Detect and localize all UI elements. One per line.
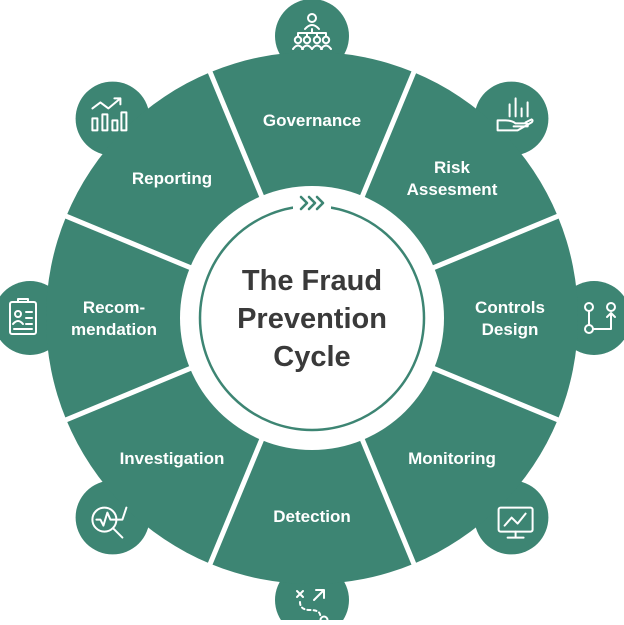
segment-divider [205, 427, 269, 571]
segment-divider [355, 427, 419, 571]
segment-label-6-line-0: Recom- [83, 298, 145, 317]
segment-divider [59, 211, 203, 275]
segment-label-3-line-0: Monitoring [408, 449, 496, 468]
growth-chart-icon [91, 97, 128, 132]
segment-label-1-line-1: Assesment [407, 180, 498, 199]
monitor-chart-icon [497, 506, 534, 539]
segment-label-0-line-0: Governance [263, 111, 361, 130]
clipboard-user-icon [9, 298, 37, 335]
magnifier-pulse-icon [91, 506, 128, 539]
segment-divider [355, 65, 419, 209]
segment-label-2-line-1: Design [482, 320, 539, 339]
team-hierarchy-icon [292, 13, 332, 50]
segment-divider [205, 65, 269, 209]
segment-dividers [59, 65, 565, 571]
segment-label-6-line-1: mendation [71, 320, 157, 339]
segment-label-4-line-0: Detection [273, 507, 350, 526]
segment-divider [421, 361, 565, 425]
hub-white-ring [180, 186, 444, 450]
segment-divider [59, 361, 203, 425]
center-title-line-3: Cycle [273, 341, 350, 373]
segment-label-5-line-0: Investigation [120, 449, 225, 468]
hand-bar-chart-icon [496, 97, 534, 132]
segment-label-7-line-0: Reporting [132, 169, 212, 188]
segment-divider [421, 211, 565, 275]
segment-labels: GovernanceRiskAssesmentControlsDesignMon… [71, 111, 545, 526]
center-title-line-1: The Fraud [242, 265, 382, 297]
center-title-line-2: Prevention [237, 303, 387, 335]
segment-label-1-line-0: Risk [434, 158, 470, 177]
chevrons-icon [299, 195, 325, 211]
process-flow-icon [584, 302, 616, 334]
segment-label-2-line-0: Controls [475, 298, 545, 317]
